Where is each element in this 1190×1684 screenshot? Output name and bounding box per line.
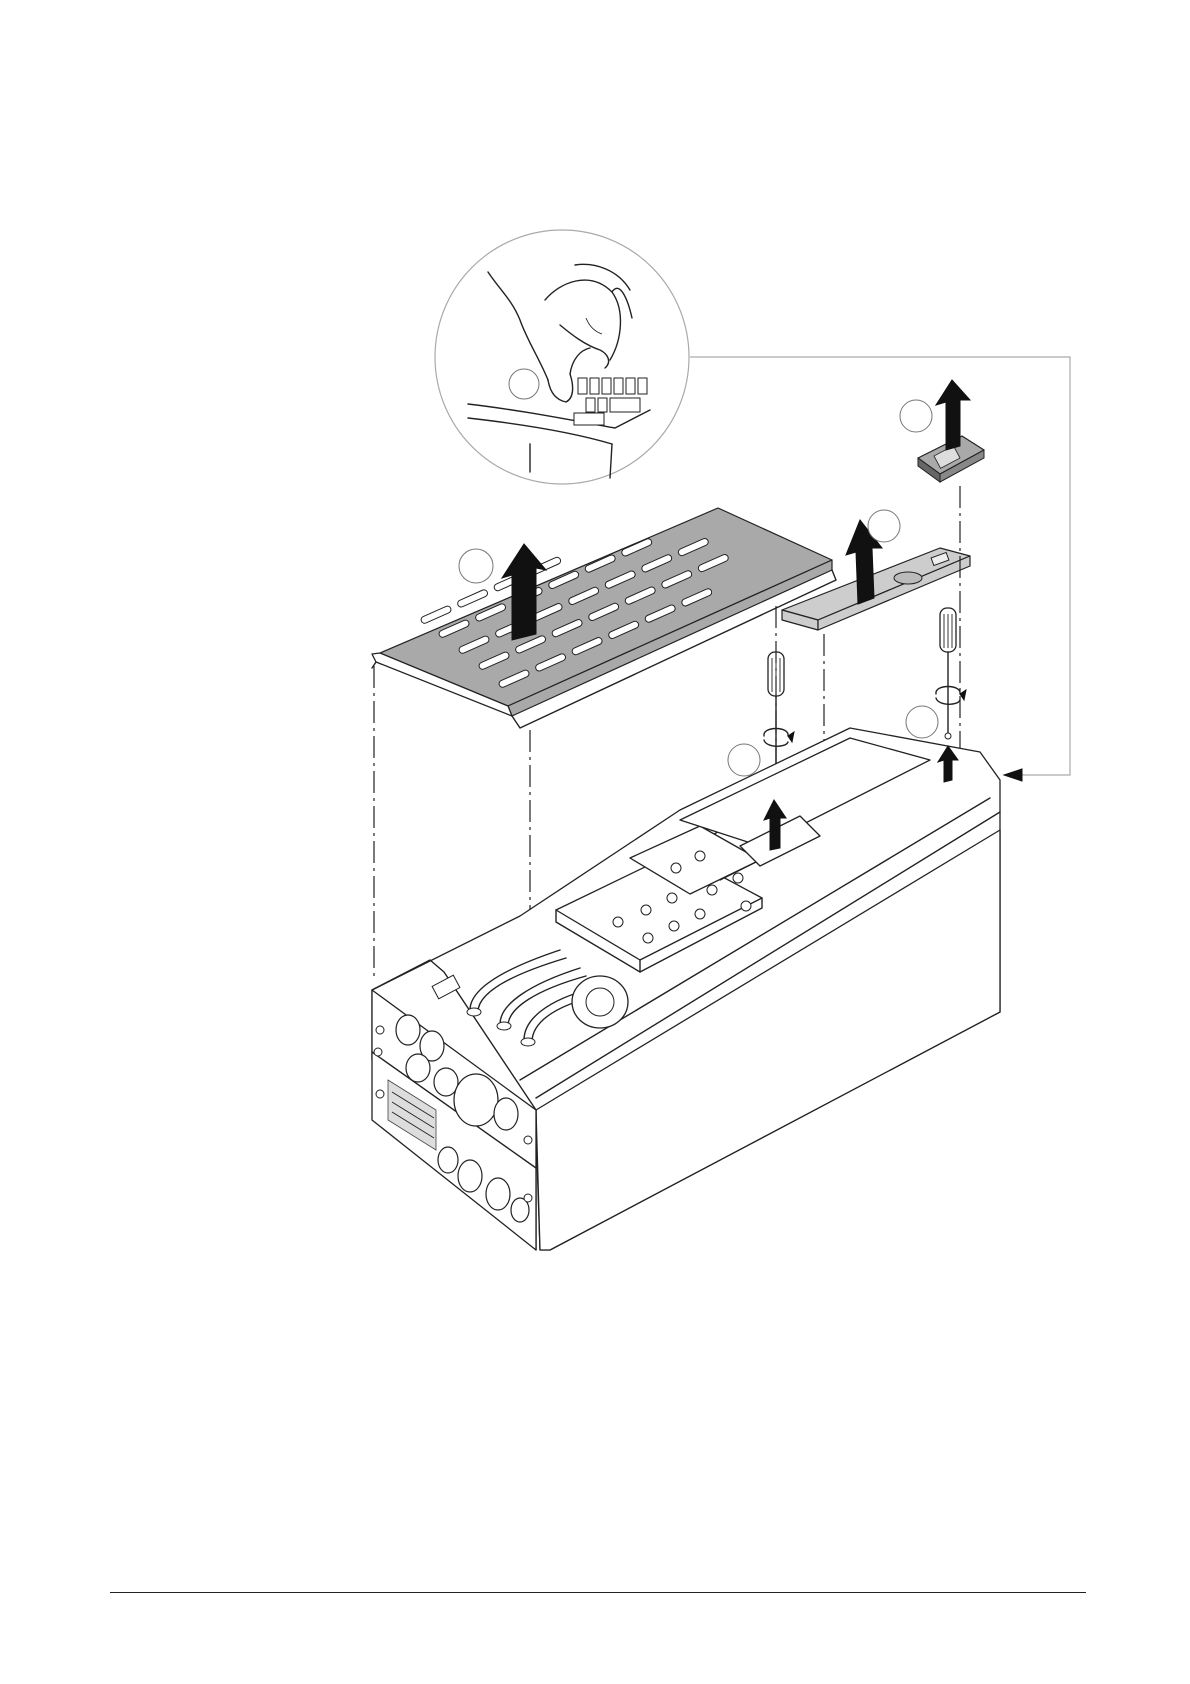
drive-chassis bbox=[372, 728, 1000, 1250]
callout-bubble-terminal-cover bbox=[868, 510, 900, 542]
callout-bubble-detail bbox=[509, 369, 539, 399]
callout-bubble-screw-right bbox=[906, 706, 938, 738]
screwdriver-icon bbox=[936, 608, 966, 738]
keypad bbox=[900, 380, 984, 482]
callout-bubble-screw-left bbox=[728, 744, 760, 776]
callout-bubble-cover bbox=[459, 549, 493, 583]
main-cover bbox=[372, 508, 836, 728]
pointer-arrow-icon bbox=[1004, 769, 1022, 781]
footer-rule bbox=[110, 1592, 1086, 1593]
callout-bubble-keypad bbox=[900, 400, 932, 432]
screwdriver-icon bbox=[764, 652, 794, 774]
